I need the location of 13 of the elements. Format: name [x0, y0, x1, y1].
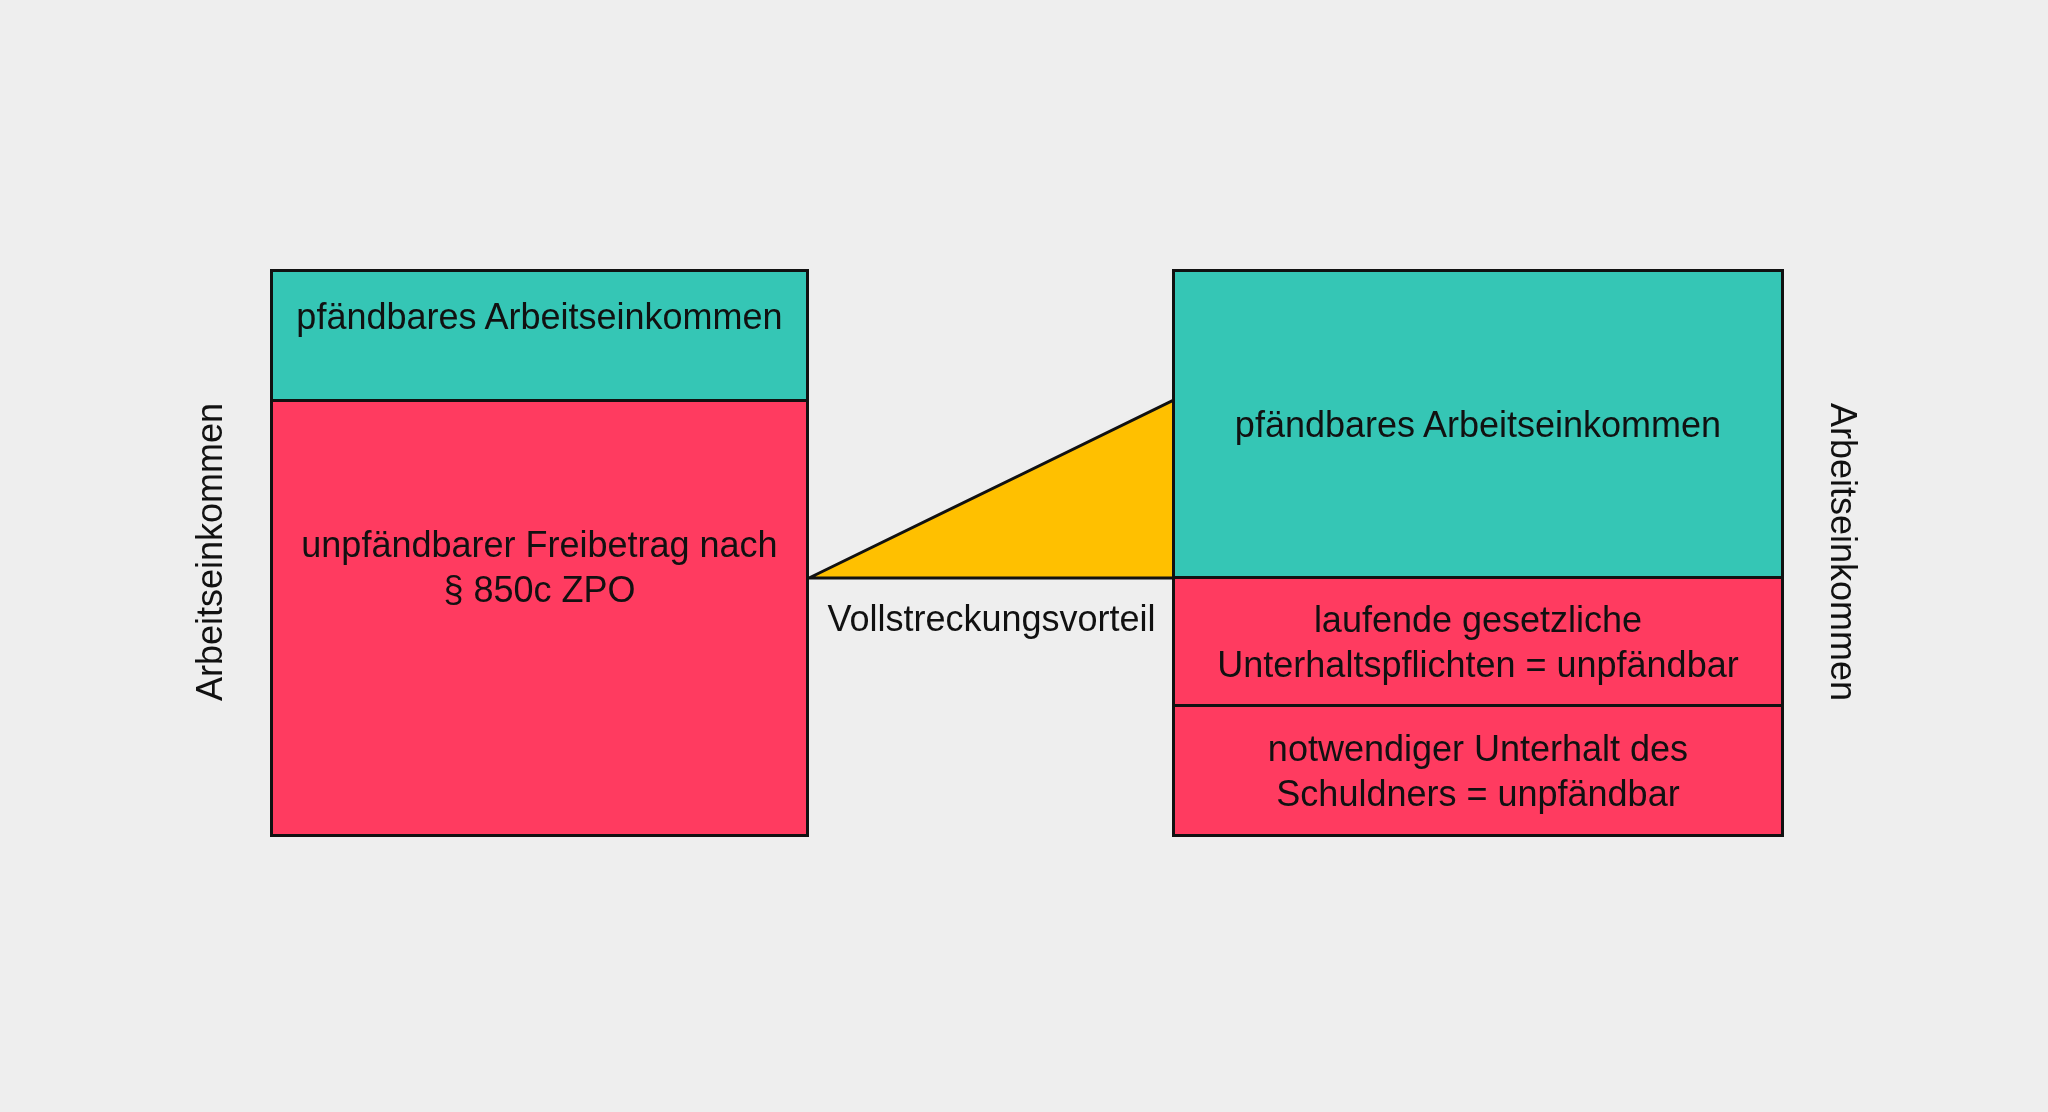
income-block	[1172, 704, 1784, 837]
income-block	[1172, 576, 1784, 707]
income-block	[270, 399, 809, 837]
income-block	[270, 269, 809, 402]
block-text: notwendiger Unterhalt des Schuldners = unpfändbar	[1266, 726, 1690, 816]
axis-label: Arbeitseinkommen	[189, 402, 231, 702]
block-text: unpfändbarer Freibetrag nach § 850c ZPO	[300, 523, 779, 612]
block-text: pfändbares Arbeitseinkommen	[295, 295, 784, 339]
income-block	[1172, 269, 1784, 579]
block-text: pfändbares Arbeitseinkommen	[1233, 402, 1723, 447]
block-text: laufende gesetzliche Unterhaltspflichten = unpfändbar	[1216, 597, 1740, 687]
axis-label: Arbeitseinkommen	[1822, 402, 1864, 702]
caption-text: Vollstreckungsvorteil	[826, 598, 1157, 640]
